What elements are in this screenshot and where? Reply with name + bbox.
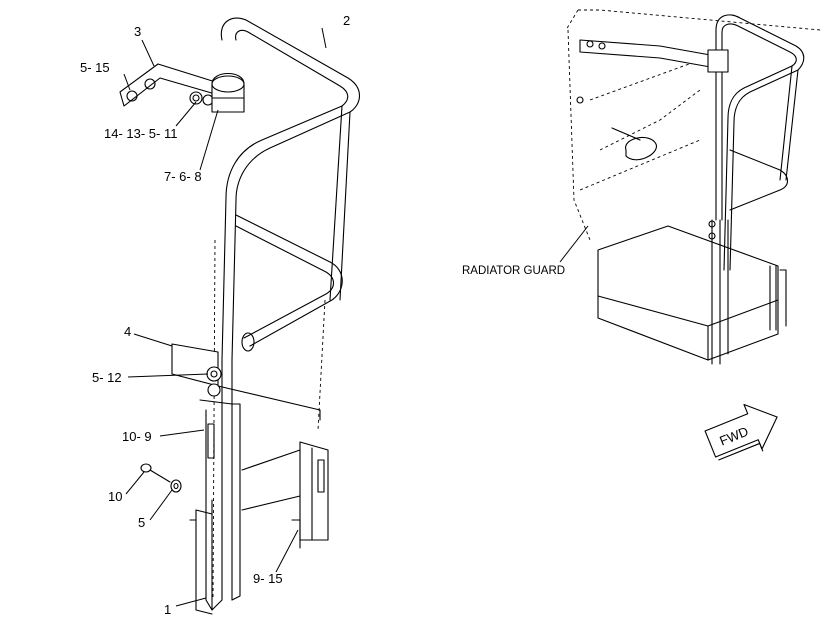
callout-5-12: 5- 12 — [92, 370, 122, 385]
washer — [170, 479, 182, 493]
mounting-bracket — [119, 63, 223, 107]
callout-3: 3 — [134, 24, 141, 39]
callout-10-9: 10- 9 — [122, 429, 152, 444]
handrail-assembly — [119, 17, 361, 615]
callout-5-15: 5- 15 — [80, 60, 110, 75]
callout-14-13-5-11: 14- 13- 5- 11 — [104, 126, 177, 141]
forward-arrow-icon: FWD — [704, 403, 778, 461]
callout-9-15: 9- 15 — [253, 571, 283, 586]
callout-1: 1 — [164, 602, 171, 617]
callout-2: 2 — [343, 13, 350, 28]
bolt — [140, 463, 171, 483]
inset-label: RADIATOR GUARD — [462, 265, 565, 277]
vertical-support — [189, 359, 329, 615]
callout-10: 10 — [108, 489, 122, 504]
handrail-tube — [220, 17, 361, 361]
callout-4: 4 — [124, 324, 131, 339]
callout-5: 5 — [138, 515, 145, 530]
callout-7-6-8: 7- 6- 8 — [164, 169, 202, 184]
guard-plate — [171, 343, 321, 421]
location-inset — [559, 9, 820, 365]
tube-clamp — [211, 72, 245, 113]
